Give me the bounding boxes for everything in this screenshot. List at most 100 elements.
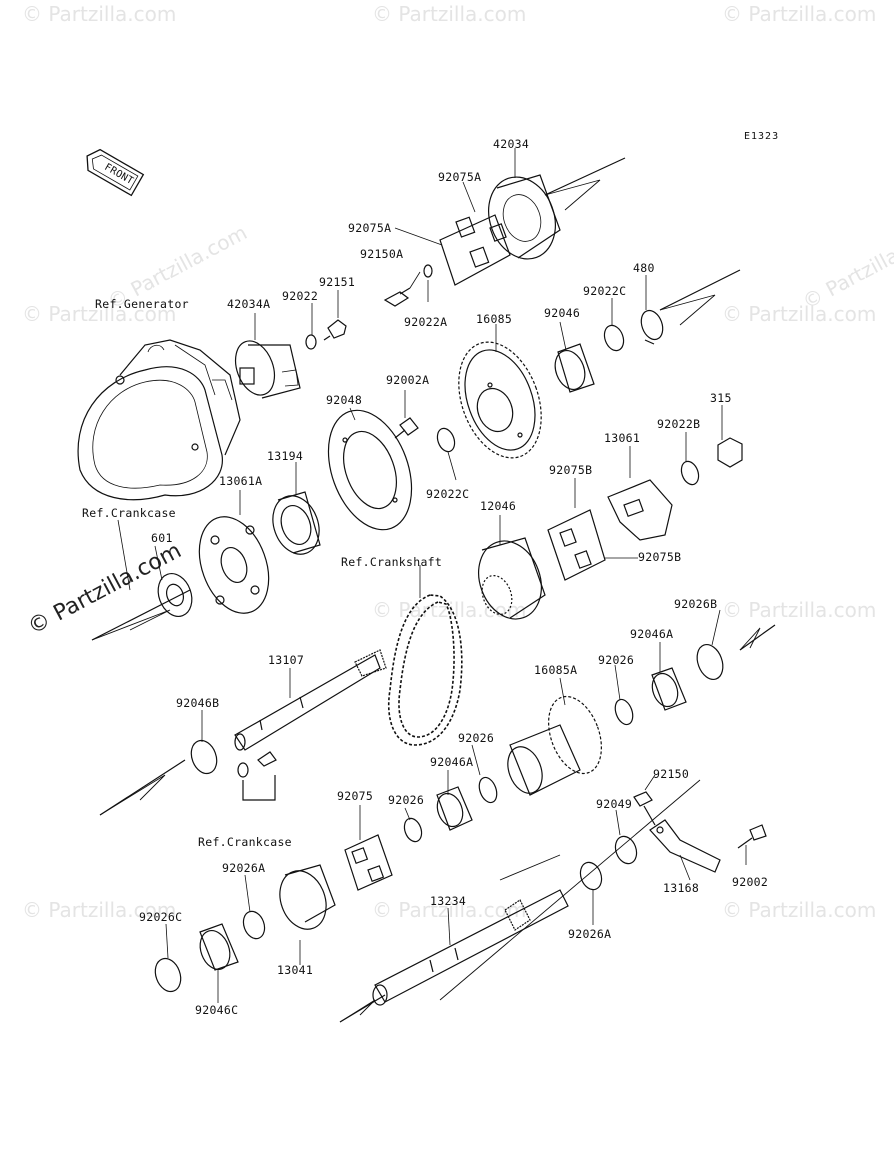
watermark: © Partzilla.com xyxy=(372,598,527,622)
part-92022B xyxy=(680,460,700,486)
part-92046 xyxy=(554,343,595,393)
part-label[interactable]: 92075A xyxy=(438,170,482,184)
part-92022 xyxy=(305,334,317,350)
watermark: © Partzilla.com xyxy=(372,2,527,26)
watermark: © Partzilla.com xyxy=(722,898,877,922)
part-92002A xyxy=(394,417,419,439)
part-13194 xyxy=(272,491,321,555)
part-13234 xyxy=(372,889,569,1006)
part-92046C xyxy=(199,923,239,971)
part-label[interactable]: 92048 xyxy=(326,393,363,407)
part-label[interactable]: 13168 xyxy=(663,881,700,895)
part-13041 xyxy=(279,864,336,930)
part-92022A xyxy=(423,264,433,278)
part-92048 xyxy=(327,409,413,531)
part-label[interactable]: 13234 xyxy=(430,894,467,908)
part-13168 xyxy=(649,819,721,873)
part-label[interactable]: 16085 xyxy=(476,312,513,326)
drive-chain xyxy=(388,594,463,746)
part-label[interactable]: 92026 xyxy=(458,731,495,745)
ref-crankcase-top-label: Ref.Crankcase xyxy=(82,506,176,520)
part-label[interactable]: 13061A xyxy=(219,474,263,488)
part-label[interactable]: 92046 xyxy=(544,306,581,320)
part-92026C xyxy=(154,957,182,993)
part-92026 xyxy=(614,698,634,726)
part-92075 xyxy=(344,834,393,891)
part-label[interactable]: 13061 xyxy=(604,431,641,445)
part-16085A xyxy=(507,695,602,796)
part-92022C xyxy=(603,324,625,352)
part-label[interactable]: 92049 xyxy=(596,797,633,811)
part-480 xyxy=(640,309,664,345)
part-92026A xyxy=(242,910,266,940)
diagram-code: E1323 xyxy=(744,131,780,142)
part-label[interactable]: 92026C xyxy=(139,910,183,924)
watermark: © Partzilla.com xyxy=(372,898,527,922)
part-13107 xyxy=(234,649,387,751)
part-label[interactable]: 601 xyxy=(151,531,173,545)
part-label[interactable]: 16085A xyxy=(534,663,578,677)
part-92046B xyxy=(190,739,218,775)
part-label[interactable]: 92002 xyxy=(732,875,769,889)
part-92046A-2 xyxy=(436,786,473,831)
part-12046 xyxy=(478,537,546,620)
part-label[interactable]: 92026B xyxy=(674,597,718,611)
part-label[interactable]: 92150 xyxy=(653,767,690,781)
part-label[interactable]: 92046C xyxy=(195,1003,239,1017)
part-92075B xyxy=(547,509,606,581)
part-92026B xyxy=(696,643,724,681)
part-92026-2 xyxy=(478,776,498,804)
part-13061 xyxy=(607,479,673,541)
part-label[interactable]: 92002A xyxy=(386,373,430,387)
part-label[interactable]: 92022C xyxy=(426,487,470,501)
part-label[interactable]: 42034 xyxy=(493,137,530,151)
part-label[interactable]: 13107 xyxy=(268,653,305,667)
part-92075A xyxy=(439,214,511,286)
washer-ref-crankcase xyxy=(237,762,249,778)
part-label[interactable]: 92026A xyxy=(568,927,612,941)
watermark: © Partzilla.com xyxy=(22,2,177,26)
watermark: © Partzilla.com xyxy=(722,598,877,622)
part-label[interactable]: 92046A xyxy=(630,627,674,641)
front-arrow xyxy=(86,148,145,197)
part-601 xyxy=(157,573,193,617)
part-label[interactable]: 92022A xyxy=(404,315,448,329)
part-label[interactable]: 12046 xyxy=(480,499,517,513)
part-label[interactable]: 92151 xyxy=(319,275,356,289)
part-92002 xyxy=(737,824,767,849)
part-label[interactable]: 92026 xyxy=(598,653,635,667)
part-label[interactable]: 92022B xyxy=(657,417,701,431)
part-label[interactable]: 92022 xyxy=(282,289,319,303)
part-92046A xyxy=(651,667,687,711)
bolt-ref-crankcase xyxy=(257,751,277,767)
part-92150A xyxy=(383,287,411,307)
part-label[interactable]: 92075A xyxy=(348,221,392,235)
part-label[interactable]: 13194 xyxy=(267,449,304,463)
ref-generator-label: Ref.Generator xyxy=(95,297,189,311)
watermark: © Partzilla.com xyxy=(22,898,177,922)
part-label[interactable]: 92075 xyxy=(337,789,374,803)
part-label[interactable]: 92150A xyxy=(360,247,404,261)
watermark: © Partzilla.com xyxy=(722,302,877,326)
part-label[interactable]: 480 xyxy=(633,261,655,275)
part-label[interactable]: 13041 xyxy=(277,963,314,977)
ref-crankcase-bottom-label: Ref.Crankcase xyxy=(198,835,292,849)
part-42034A xyxy=(234,340,301,399)
part-label[interactable]: 92046A xyxy=(430,755,474,769)
part-label[interactable]: 92026 xyxy=(388,793,425,807)
watermark: © Partzilla.com xyxy=(22,302,177,326)
part-label[interactable]: 315 xyxy=(710,391,732,405)
part-92026-3 xyxy=(403,817,423,843)
part-92022C-2 xyxy=(436,427,456,453)
part-92026A-2 xyxy=(579,861,603,891)
part-label[interactable]: 92026A xyxy=(222,861,266,875)
part-label[interactable]: 92075B xyxy=(638,550,682,564)
part-42034 xyxy=(488,174,561,260)
generator-cover xyxy=(77,339,241,501)
part-label[interactable]: 92046B xyxy=(176,696,220,710)
part-label[interactable]: 92022C xyxy=(583,284,627,298)
part-label[interactable]: 92075B xyxy=(549,463,593,477)
ref-crankshaft-label: Ref.Crankshaft xyxy=(341,555,443,569)
part-label[interactable]: 42034A xyxy=(227,297,271,311)
